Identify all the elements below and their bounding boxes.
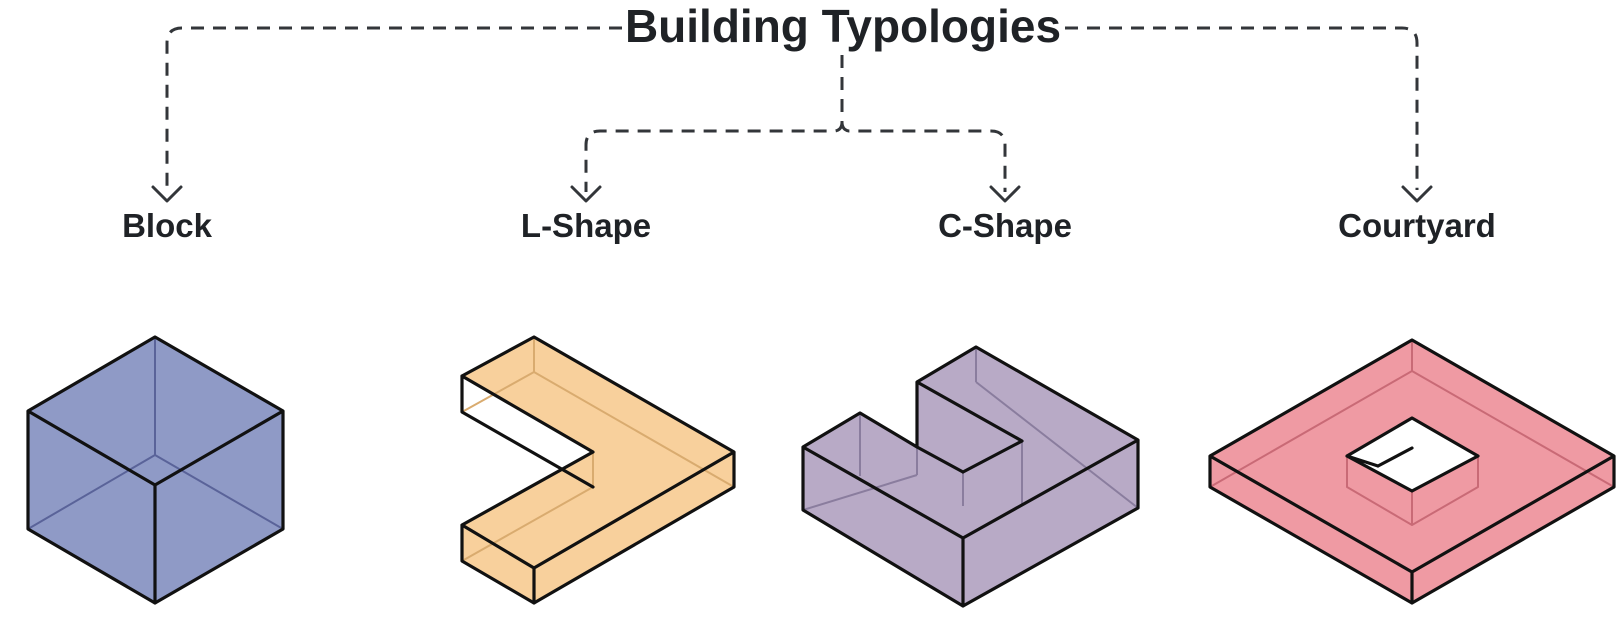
c-shape-building (801, 345, 1140, 608)
arrow-block (151, 185, 183, 203)
courtyard-fill (1210, 340, 1614, 603)
l-shape-fill (462, 337, 734, 603)
label-courtyard: Courtyard (1338, 207, 1496, 244)
c-shape-outline (801, 345, 1140, 608)
diagram-title: Building Typologies (625, 0, 1061, 52)
arrow-l-shape (570, 185, 602, 203)
label-block: Block (122, 207, 213, 244)
l-shape-building (460, 335, 736, 605)
c-shape-fill (803, 347, 1138, 606)
arrowheads (151, 185, 1433, 203)
block-building (26, 335, 285, 605)
block-fill (28, 337, 283, 603)
block-hidden-edges (27, 337, 284, 530)
l-shape-outline (460, 335, 736, 605)
label-c-shape: C-Shape (938, 207, 1072, 244)
c-shape-hidden-edges (802, 347, 1139, 511)
block-outline (26, 335, 285, 605)
courtyard-outline (1208, 338, 1616, 605)
l-shape-hidden-edges (461, 337, 735, 562)
connector-lines (165, 26, 1419, 192)
courtyard-hidden-edges (1209, 340, 1615, 526)
courtyard-building (1208, 338, 1616, 605)
arrow-c-shape (989, 185, 1021, 203)
label-l-shape: L-Shape (521, 207, 651, 244)
arrow-courtyard (1401, 185, 1433, 203)
courtyard-void (1378, 448, 1449, 491)
